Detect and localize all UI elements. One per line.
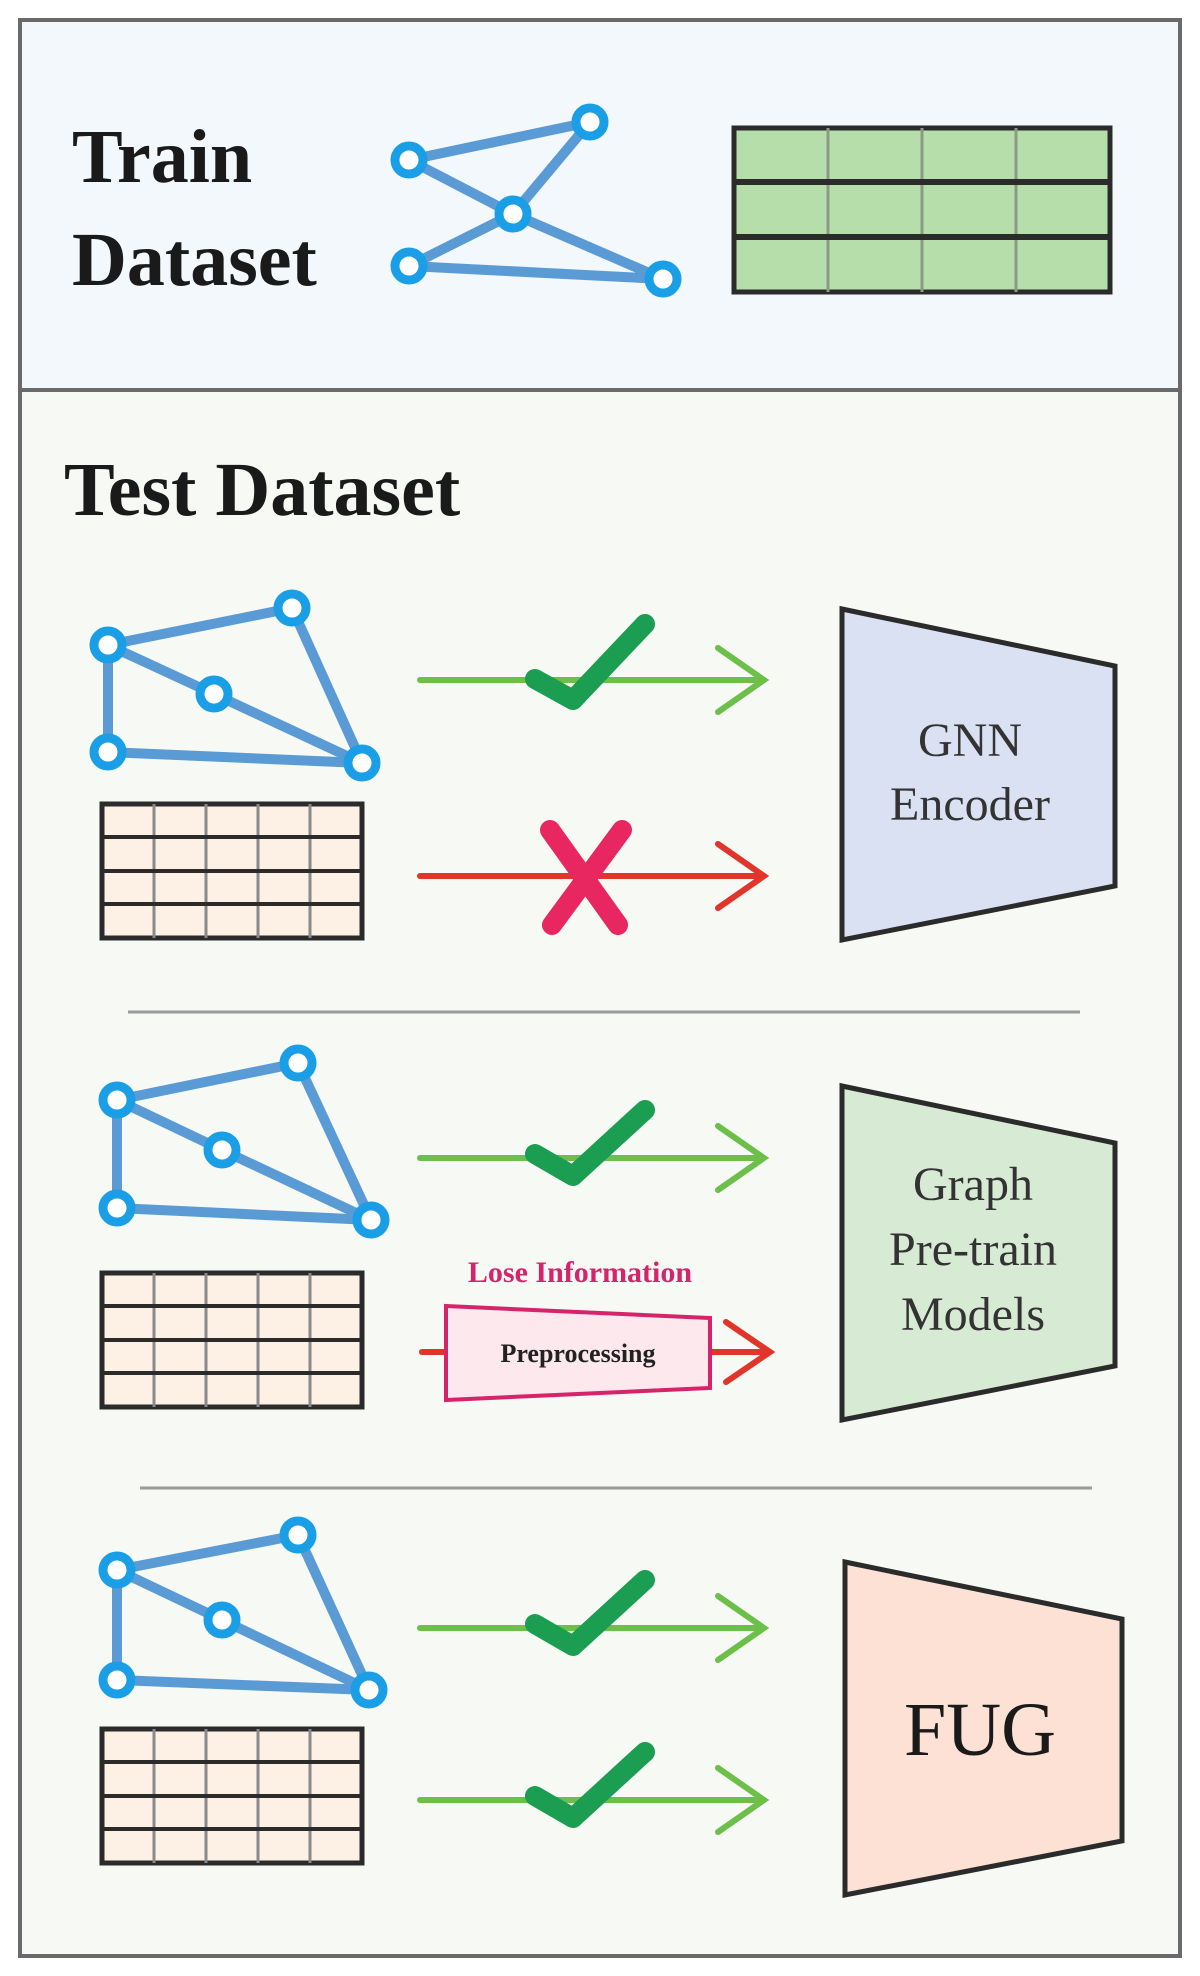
graph-node — [98, 1081, 136, 1119]
model-label: GNN — [918, 714, 1022, 767]
graph-node — [203, 1131, 241, 1169]
model-label: FUG — [904, 1688, 1056, 1772]
row-fug: FUG — [98, 1516, 1125, 1899]
lose-information-label: Lose Information — [468, 1256, 692, 1289]
graph-node — [203, 1601, 241, 1639]
fug-block — [842, 1558, 1125, 1899]
model-label: Graph — [913, 1158, 1033, 1211]
preprocessing-block — [444, 1303, 712, 1403]
graph-node — [494, 195, 532, 233]
model-label: Models — [901, 1288, 1045, 1341]
model-label: Encoder — [890, 778, 1050, 831]
test-table — [99, 801, 365, 941]
graph-node — [89, 733, 127, 771]
check-icon — [525, 1100, 655, 1186]
test-graph — [89, 589, 381, 782]
train-graph — [390, 103, 682, 298]
model-label: Pre-train — [889, 1223, 1057, 1276]
train-table — [731, 125, 1113, 295]
test-table — [99, 1270, 365, 1410]
check-icon — [525, 1570, 655, 1656]
graph-pretrain-block — [839, 1082, 1118, 1424]
graph-node — [644, 260, 682, 298]
graph-node — [98, 1661, 136, 1699]
test-title: Test Dataset — [64, 448, 460, 532]
graph-node — [195, 675, 233, 713]
graph-node — [390, 141, 428, 179]
graph-node — [279, 1516, 317, 1554]
train-title-line1: Train — [72, 115, 252, 199]
cross-icon — [540, 820, 632, 935]
graph-node — [279, 1044, 317, 1082]
gnn-encoder-block — [839, 605, 1118, 944]
graph-node — [350, 1671, 388, 1709]
preprocessing-label: Preprocessing — [500, 1339, 655, 1368]
graph-node — [390, 247, 428, 285]
graph-node — [343, 744, 381, 782]
graph-node — [98, 1189, 136, 1227]
train-title-line2: Dataset — [72, 218, 317, 302]
row-graph-pretrain: Lose Information Preprocessing Graph Pre… — [98, 1044, 1118, 1424]
graph-node — [571, 103, 609, 141]
check-icon — [525, 1742, 655, 1828]
graph-node — [273, 589, 311, 627]
check-icon — [525, 614, 655, 710]
graph-node — [98, 1551, 136, 1589]
test-table — [99, 1726, 365, 1866]
graph-node — [352, 1201, 390, 1239]
graph-node — [89, 626, 127, 664]
row-gnn-encoder: GNN Encoder — [89, 589, 1118, 944]
test-graph — [98, 1044, 390, 1239]
test-graph — [98, 1516, 388, 1709]
